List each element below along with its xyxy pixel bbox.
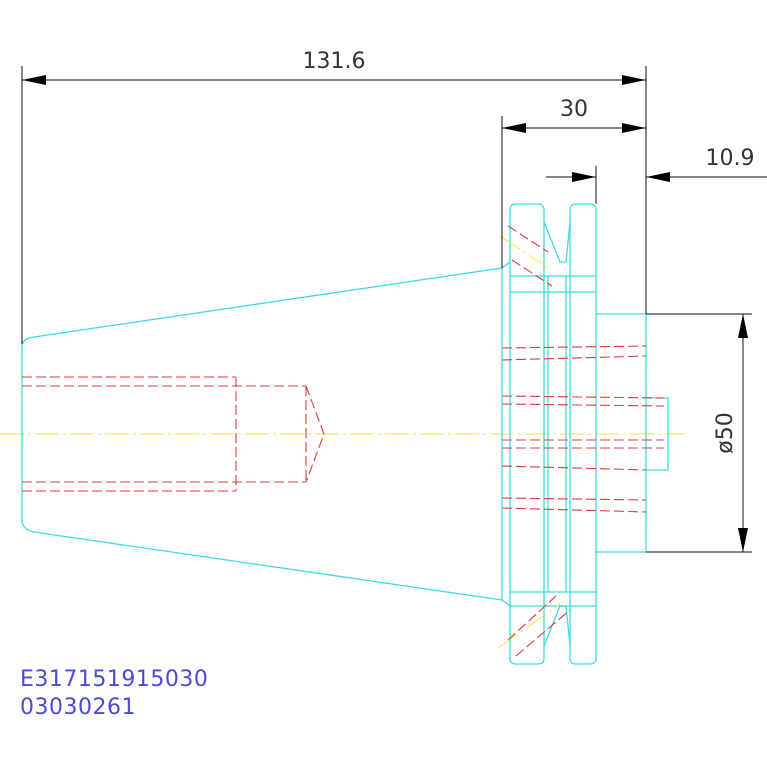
part-code-line2: 03030261 bbox=[20, 695, 136, 720]
hidden-lines bbox=[22, 225, 665, 657]
dimension-flange-width: 30 bbox=[501, 97, 646, 268]
dimension-label-diameter: ø50 bbox=[713, 412, 738, 453]
flange bbox=[501, 203, 597, 665]
pilot-boss bbox=[596, 313, 669, 553]
dimension-label-overall: 131.6 bbox=[303, 49, 366, 74]
dimension-label-flange: 30 bbox=[560, 97, 588, 122]
dimension-pilot-length: 10.9 bbox=[546, 146, 767, 204]
part-code-line1: E317151915030 bbox=[20, 667, 208, 692]
dimension-pilot-diameter: ø50 bbox=[646, 313, 752, 553]
flange-centerline-diagonal bbox=[499, 235, 549, 269]
dimension-overall-length: 131.6 bbox=[21, 49, 647, 344]
dimension-label-pilot-length: 10.9 bbox=[706, 146, 755, 171]
flange-centerline-diagonal bbox=[497, 603, 561, 649]
